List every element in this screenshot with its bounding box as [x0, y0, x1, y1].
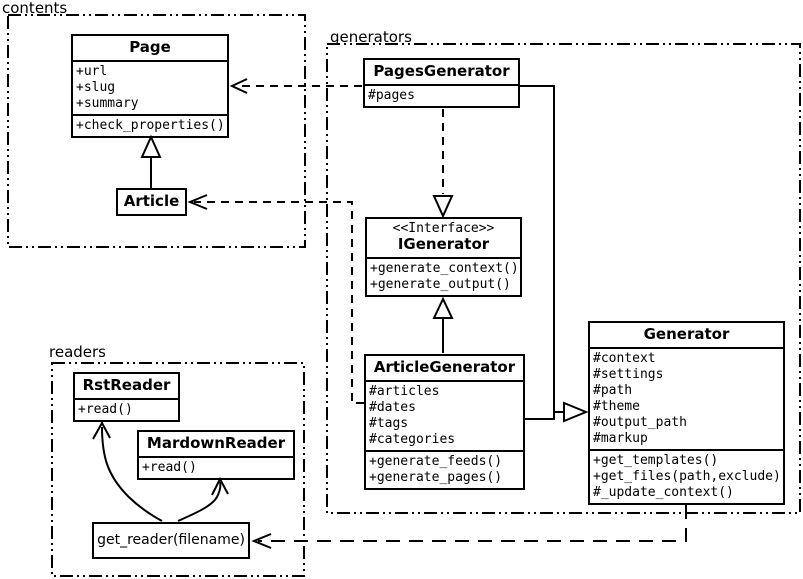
attribute: +url: [76, 64, 108, 79]
open-arrowhead-article: [187, 194, 208, 210]
attribute: #settings: [593, 367, 664, 382]
class-title: Generator: [643, 325, 730, 343]
attribute: #tags: [369, 416, 409, 431]
generalization-triangle-generator: [563, 401, 589, 423]
attributes-section: #articles #dates #tags #categories: [366, 380, 523, 450]
method: +read(): [78, 402, 133, 417]
attribute: #theme: [593, 399, 640, 414]
class-box-rstreader: RstReader +read(): [73, 372, 180, 422]
edge-articlegenerator-to-article: [194, 201, 364, 404]
package-label-readers: readers: [49, 343, 106, 361]
methods-section: +check_properties(): [73, 114, 227, 136]
attribute: #categories: [369, 432, 456, 447]
methods-section: +read(): [75, 398, 178, 420]
class-header: <<Interface>> IGenerator: [367, 219, 520, 257]
realization-triangle-igenerator: [432, 195, 454, 219]
class-box-igenerator: <<Interface>> IGenerator +generate_conte…: [365, 217, 522, 297]
attribute: #pages: [368, 88, 415, 103]
open-arrowhead-rstreader: [92, 420, 111, 440]
class-box-mardownreader: MardownReader +read(): [137, 430, 295, 480]
attribute: #articles: [369, 384, 440, 399]
class-title: ArticleGenerator: [373, 358, 516, 376]
class-box-article: Article: [116, 188, 187, 216]
attribute: #path: [593, 383, 633, 398]
class-title: MardownReader: [146, 434, 286, 452]
edge-articlegenerator-to-generator: [525, 410, 555, 420]
attribute: +slug: [76, 80, 116, 95]
generalization-triangle-page: [140, 134, 162, 158]
class-box-pagesgenerator: PagesGenerator #pages: [363, 58, 520, 108]
open-arrowhead-getreader: [251, 533, 272, 549]
method: +generate_output(): [370, 277, 511, 292]
open-arrowhead-page: [229, 78, 248, 94]
attribute: #dates: [369, 400, 416, 415]
class-box-generator: Generator #context #settings #path #them…: [588, 321, 785, 505]
attributes-section: #context #settings #path #theme #output_…: [590, 347, 783, 449]
methods-section: +get_templates() +get_files(path,exclude…: [590, 449, 783, 503]
method: +get_files(path,exclude): [593, 469, 781, 484]
method: +read(): [142, 460, 197, 475]
class-box-articlegenerator: ArticleGenerator #articles #dates #tags …: [364, 354, 525, 490]
attributes-section: +url +slug +summary: [73, 60, 227, 114]
class-box-page: Page +url +slug +summary +check_properti…: [71, 34, 229, 138]
method: +generate_feeds(): [369, 454, 503, 469]
edge-pagesgenerator-to-generator: [520, 85, 563, 413]
open-arrowhead-mardownreader: [211, 476, 229, 496]
method: +generate_pages(): [369, 470, 503, 485]
edge-getreader-to-mardownreader: [177, 481, 222, 522]
attribute: +summary: [76, 96, 139, 111]
edge-generator-to-getreader: [258, 505, 687, 542]
package-label-contents: contents: [2, 0, 68, 17]
class-title: Page: [129, 38, 171, 56]
class-title: PagesGenerator: [373, 62, 510, 80]
class-title: Article: [123, 192, 180, 210]
attributes-section: #pages: [365, 84, 518, 106]
methods-section: +read(): [139, 456, 293, 478]
method: +check_properties(): [76, 118, 225, 133]
class-title: RstReader: [82, 376, 171, 394]
methods-section: +generate_context() +generate_output(): [367, 257, 520, 295]
method: +get_templates(): [593, 453, 719, 468]
generalization-triangle-igenerator: [432, 296, 454, 319]
attribute: #markup: [593, 431, 648, 446]
attribute: #output_path: [593, 415, 687, 430]
methods-section: +generate_feeds() +generate_pages(): [366, 450, 523, 488]
attribute: #context: [593, 351, 656, 366]
method: +generate_context(): [370, 261, 519, 276]
class-title: IGenerator: [397, 235, 490, 253]
method: #_update_context(): [593, 485, 734, 500]
function-box-get-reader: get_reader(filename): [92, 522, 250, 559]
stereotype: <<Interface>>: [392, 221, 495, 236]
package-label-generators: generators: [330, 28, 412, 46]
